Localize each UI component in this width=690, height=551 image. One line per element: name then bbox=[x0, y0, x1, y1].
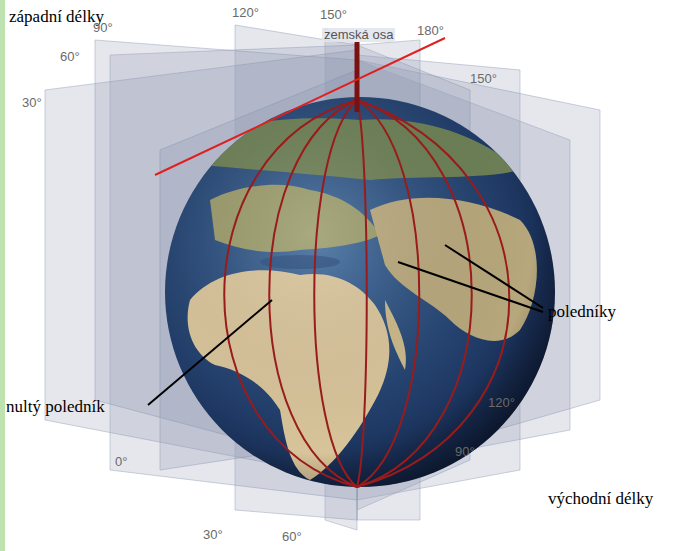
longitude-number: 90° bbox=[455, 445, 475, 459]
hemisphere-label: východní délky bbox=[548, 490, 653, 509]
longitude-number: 0° bbox=[115, 455, 127, 469]
meridian-lines bbox=[224, 100, 509, 487]
longitude-number: 120° bbox=[488, 396, 515, 410]
longitude-number: 60° bbox=[282, 530, 302, 544]
longitude-number: 30° bbox=[203, 528, 223, 542]
hemisphere-label: západní délky bbox=[9, 8, 104, 27]
globe bbox=[165, 97, 555, 487]
side-strip bbox=[0, 0, 5, 551]
longitude-number: 150° bbox=[320, 8, 347, 22]
longitude-number: 120° bbox=[232, 6, 259, 20]
longitude-number: 90° bbox=[93, 21, 113, 35]
earth-axis bbox=[355, 42, 360, 112]
longitude-number: 30° bbox=[22, 96, 42, 110]
axis-cross-line bbox=[155, 38, 445, 175]
meridian-planes bbox=[45, 25, 600, 530]
longitude-number: 150° bbox=[470, 72, 497, 86]
meridian-label: nultý poledník bbox=[6, 398, 105, 417]
longitude-number: 60° bbox=[60, 50, 80, 64]
meridian-label: poledníky bbox=[548, 303, 616, 322]
leader-lines bbox=[148, 245, 543, 405]
longitude-number: 180° bbox=[417, 24, 444, 38]
axis-label: zemská osa bbox=[322, 28, 395, 42]
